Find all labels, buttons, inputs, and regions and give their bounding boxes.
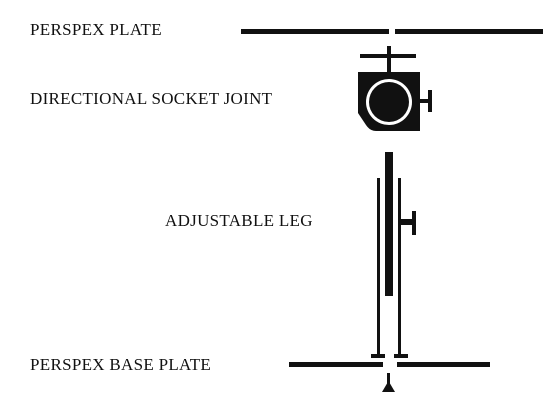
top-perspex-plate [241, 29, 543, 34]
directional-socket-joint [358, 72, 432, 131]
pivot-stem [387, 373, 390, 385]
perspex-base-plate [289, 362, 490, 367]
pivot-tip [382, 381, 395, 392]
leg-sleeve-right-rail [398, 178, 401, 354]
socket-screw-shaft [420, 99, 429, 103]
leg-inner-rod [385, 152, 393, 296]
label-perspex-base-plate: PERSPEX BASE PLATE [30, 355, 212, 374]
base-pivot [382, 373, 395, 392]
label-directional-socket-joint: DIRECTIONAL SOCKET JOINT [30, 89, 273, 108]
label-perspex-plate: PERSPEX PLATE [30, 20, 162, 39]
adjustable-leg [371, 152, 416, 358]
label-adjustable-leg: ADJUSTABLE LEG [165, 211, 313, 230]
leg-clamp-screw-head [412, 211, 416, 235]
leg-foot-left [371, 354, 385, 358]
leg-foot-right [394, 354, 408, 358]
leg-clamp-block [401, 219, 412, 225]
leg-sleeve-left-rail [377, 178, 380, 354]
base-plate-left-segment [289, 362, 383, 367]
mount-stem [387, 46, 391, 74]
socket-mount [360, 46, 416, 74]
top-plate-right-segment [395, 29, 543, 34]
socket-ball [369, 82, 409, 122]
socket-screw-head [428, 90, 432, 112]
top-plate-left-segment [241, 29, 389, 34]
base-plate-right-segment [397, 362, 490, 367]
